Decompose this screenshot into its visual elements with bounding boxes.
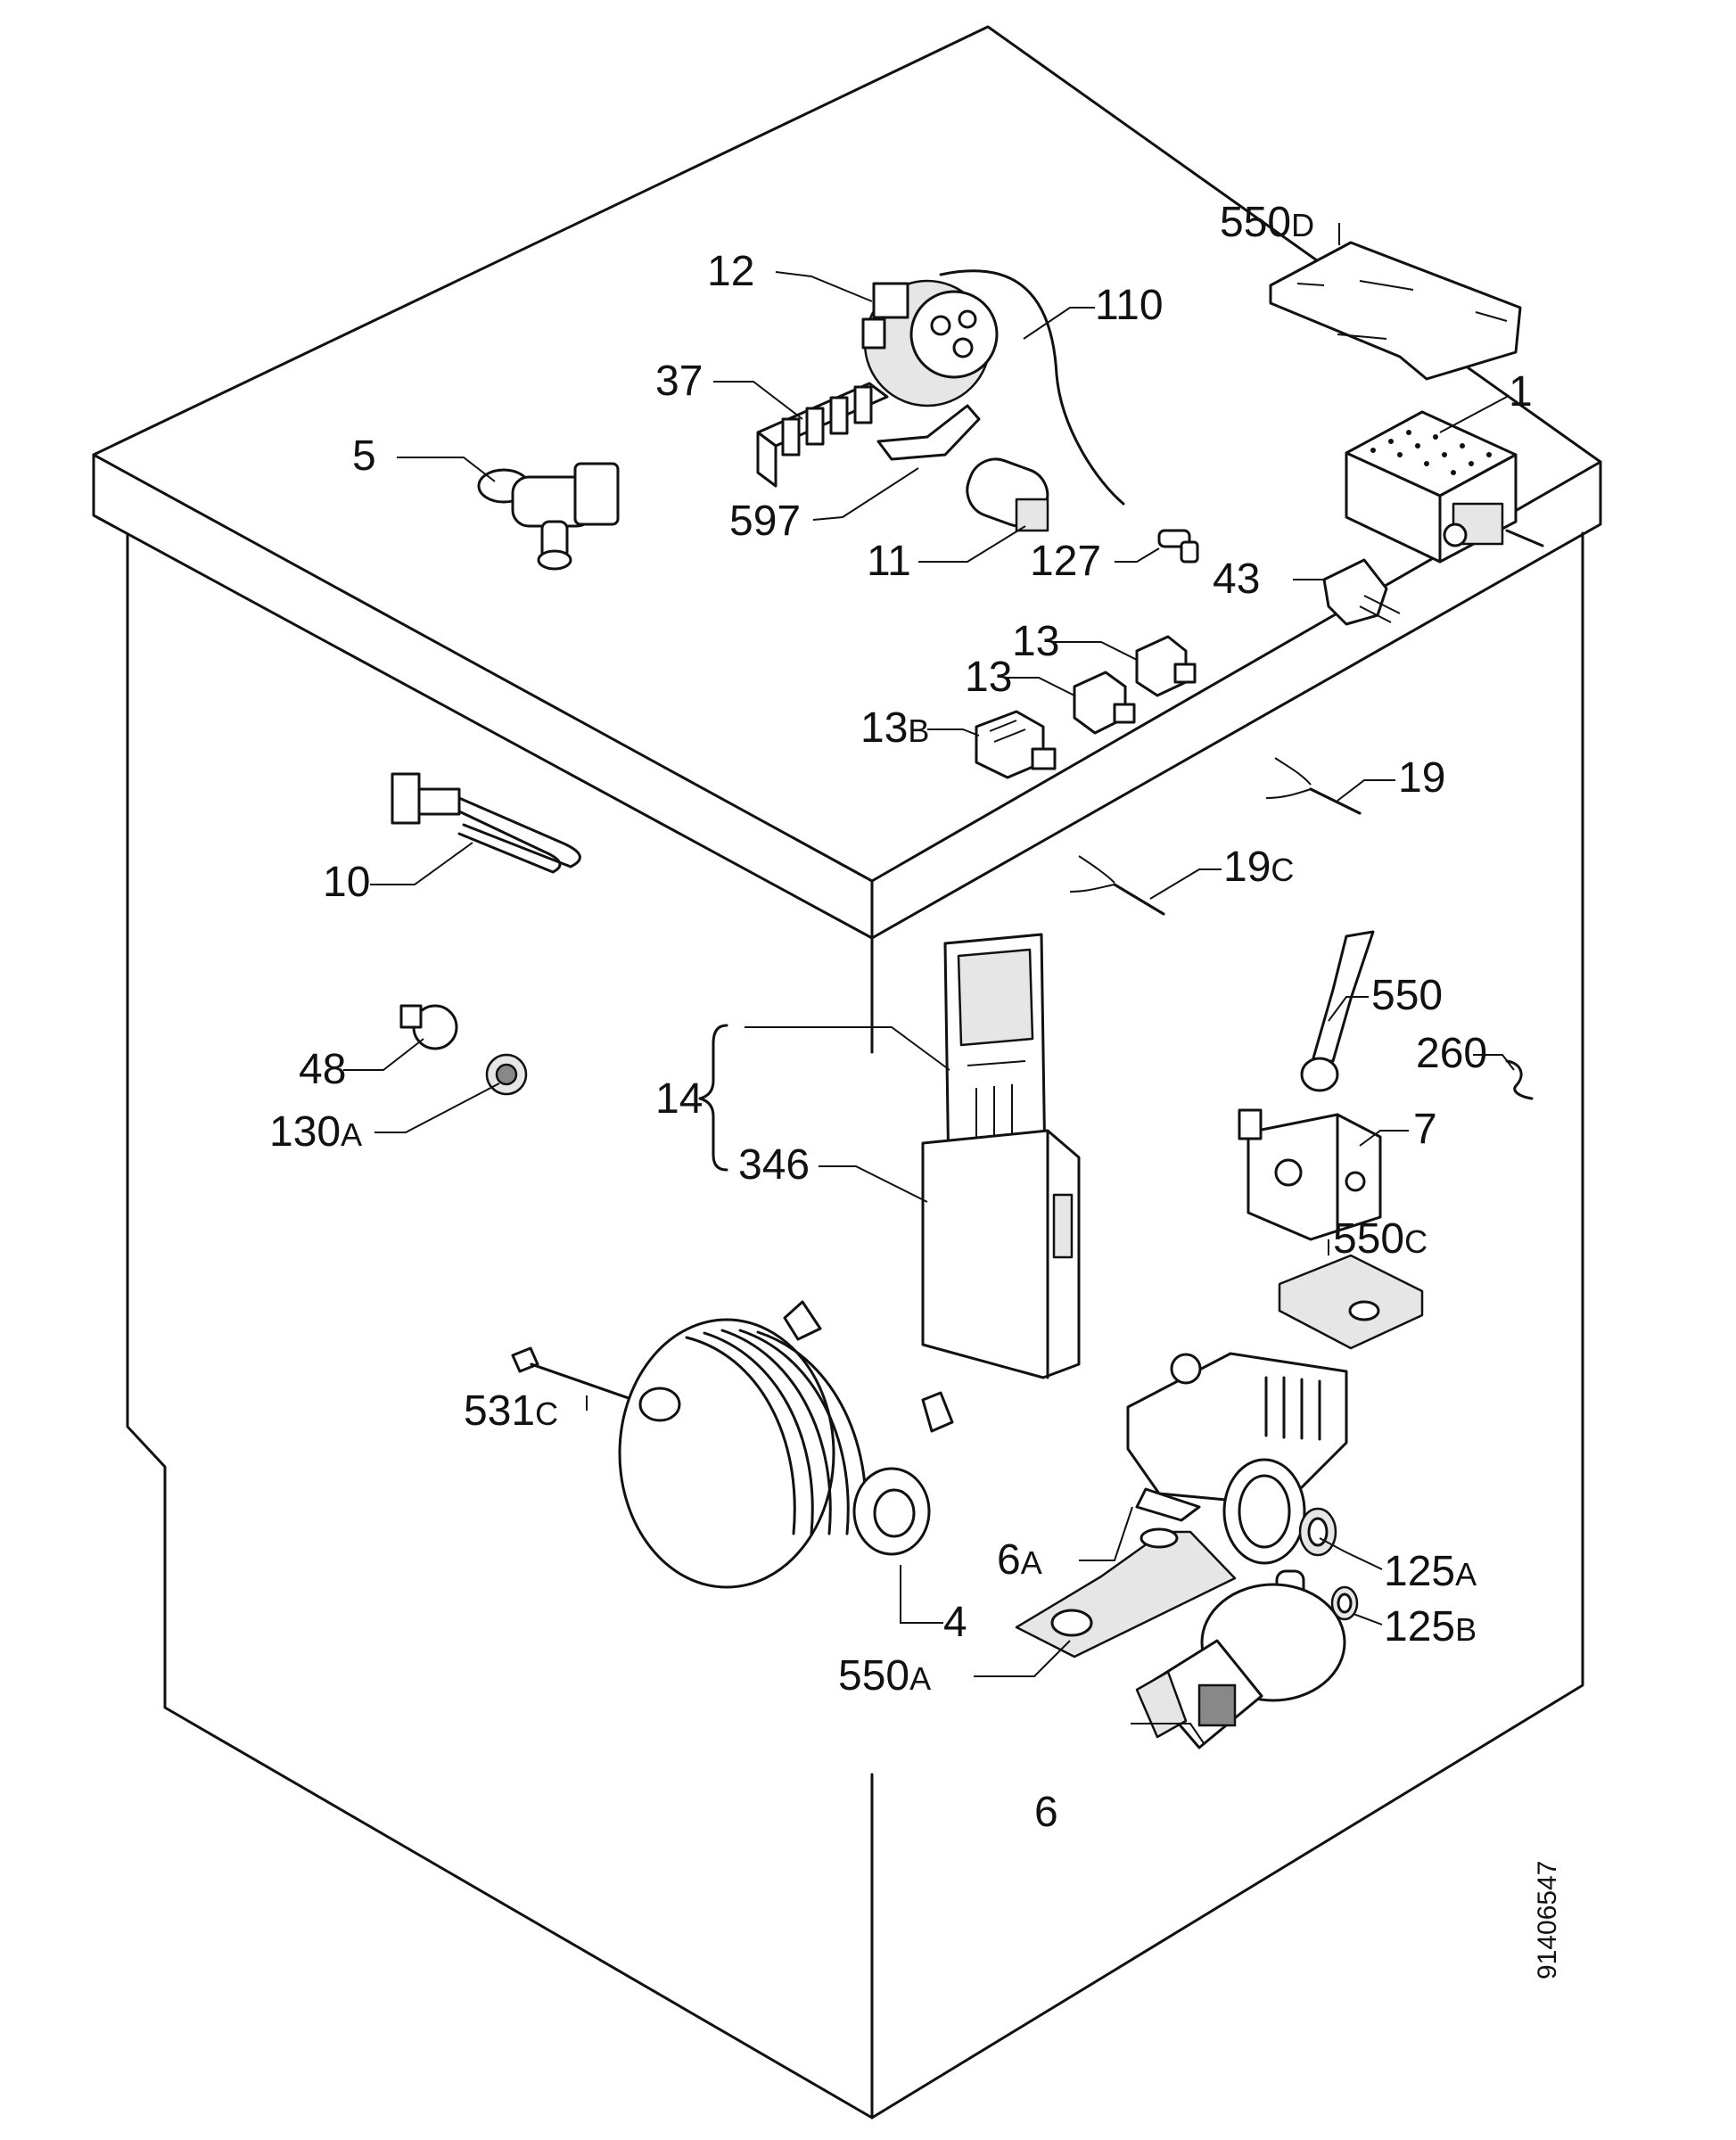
label-346: 346 — [738, 1141, 810, 1189]
part-110-pressure-hose — [939, 269, 1125, 506]
part-550a-cover — [1015, 1527, 1237, 1658]
label-6a: 6A — [997, 1536, 1042, 1584]
label-125b: 125B — [1384, 1603, 1477, 1650]
leader-lines — [343, 223, 1515, 1744]
label-7: 7 — [1413, 1106, 1437, 1153]
label-48: 48 — [299, 1046, 346, 1093]
part-19-sensor — [1265, 757, 1362, 815]
label-13-upper: 13 — [1012, 618, 1059, 665]
label-43: 43 — [1213, 556, 1260, 603]
part-13-connector-upper — [1135, 635, 1197, 697]
label-6: 6 — [1034, 1789, 1058, 1836]
label-1: 1 — [1509, 368, 1533, 416]
part-130a-knob — [485, 1053, 528, 1096]
label-125a: 125A — [1384, 1548, 1477, 1595]
label-110: 110 — [1095, 282, 1164, 329]
part-260-clip — [1505, 1059, 1534, 1100]
label-4: 4 — [943, 1599, 967, 1646]
label-550: 550 — [1371, 972, 1443, 1019]
part-10-heating-element — [391, 772, 581, 874]
label-550a: 550A — [838, 1652, 931, 1700]
callout-labels: 550D 1 12 110 37 5 597 11 127 43 13 13 1… — [269, 199, 1533, 1836]
part-14-dispenser-drawer — [943, 933, 1047, 1179]
part-125a-seal — [1298, 1507, 1337, 1557]
part-37-terminal-block — [756, 382, 889, 488]
part-43-switch — [1322, 558, 1401, 626]
label-13-lower: 13 — [965, 654, 1012, 701]
drawing-code: 91406547 — [1533, 1861, 1562, 1980]
part-127-plug — [1157, 529, 1199, 564]
part-597-bracket — [876, 404, 981, 461]
part-1-programme-timer — [1345, 410, 1544, 564]
part-11-capacitor — [966, 457, 1049, 532]
label-127: 127 — [1030, 538, 1101, 585]
label-13b: 13B — [860, 704, 929, 752]
label-10: 10 — [323, 859, 370, 906]
cabinet-outline — [92, 25, 1602, 2119]
label-130a: 130A — [269, 1108, 362, 1156]
label-19: 19 — [1398, 754, 1445, 802]
label-19c: 19C — [1223, 844, 1294, 891]
label-531c: 531C — [464, 1387, 558, 1435]
label-597: 597 — [729, 498, 801, 545]
part-12-pressure-switch — [861, 279, 999, 407]
part-4-motor — [618, 1300, 954, 1589]
part-13b-connector — [975, 710, 1057, 779]
part-550d-cover-plate — [1269, 241, 1522, 381]
label-12: 12 — [707, 248, 754, 295]
label-550d: 550D — [1220, 199, 1314, 246]
label-550c: 550C — [1333, 1215, 1427, 1263]
part-550c-cover — [1278, 1254, 1424, 1350]
part-550-lever — [1300, 930, 1375, 1092]
label-37: 37 — [655, 358, 703, 405]
bracket-14 — [698, 1024, 728, 1172]
part-7-door-lock — [1238, 1108, 1382, 1241]
part-6-drain-pump — [1126, 1352, 1348, 1565]
label-14: 14 — [655, 1075, 703, 1123]
part-5-inlet-valve — [477, 462, 620, 571]
part-48-switch — [399, 1004, 458, 1050]
part-346-dispenser-housing — [921, 1129, 1081, 1379]
part-6-pump-motor — [1135, 1569, 1346, 1749]
part-531c-bolt — [511, 1346, 630, 1400]
label-5: 5 — [352, 432, 376, 480]
part-19c-sensor — [1069, 855, 1165, 916]
part-125b-seal — [1330, 1585, 1359, 1621]
label-11: 11 — [867, 538, 911, 585]
label-260: 260 — [1416, 1030, 1487, 1077]
part-13-connector-lower — [1073, 671, 1136, 735]
